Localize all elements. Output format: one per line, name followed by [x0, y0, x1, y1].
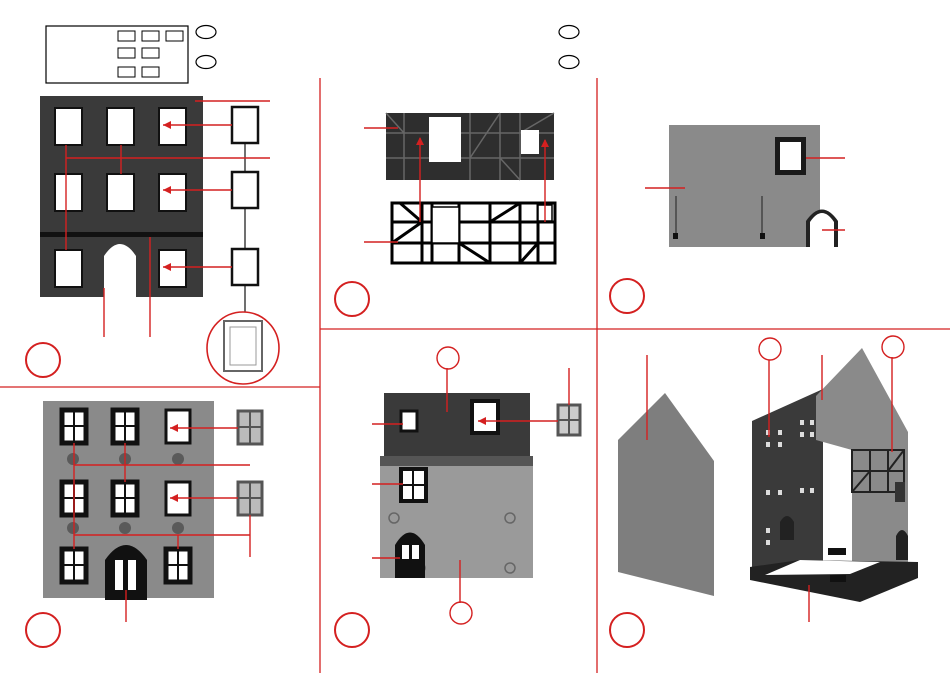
step-number-circle [610, 279, 644, 313]
panel-front-facade [26, 96, 279, 384]
panel-house-assembly [610, 336, 918, 647]
panel-timber-frame-wall [335, 113, 555, 316]
panel-side-wall [610, 125, 845, 313]
step-number-circle [335, 613, 369, 647]
language-marks [196, 26, 579, 69]
step-number-circle [335, 282, 369, 316]
panel-rear-wall [335, 347, 580, 647]
step-number-circle [26, 613, 60, 647]
panel-front-facade-windows [26, 401, 262, 647]
parts-legend-box [46, 26, 579, 84]
step-number-circle [26, 343, 60, 377]
step-number-circle [610, 613, 644, 647]
